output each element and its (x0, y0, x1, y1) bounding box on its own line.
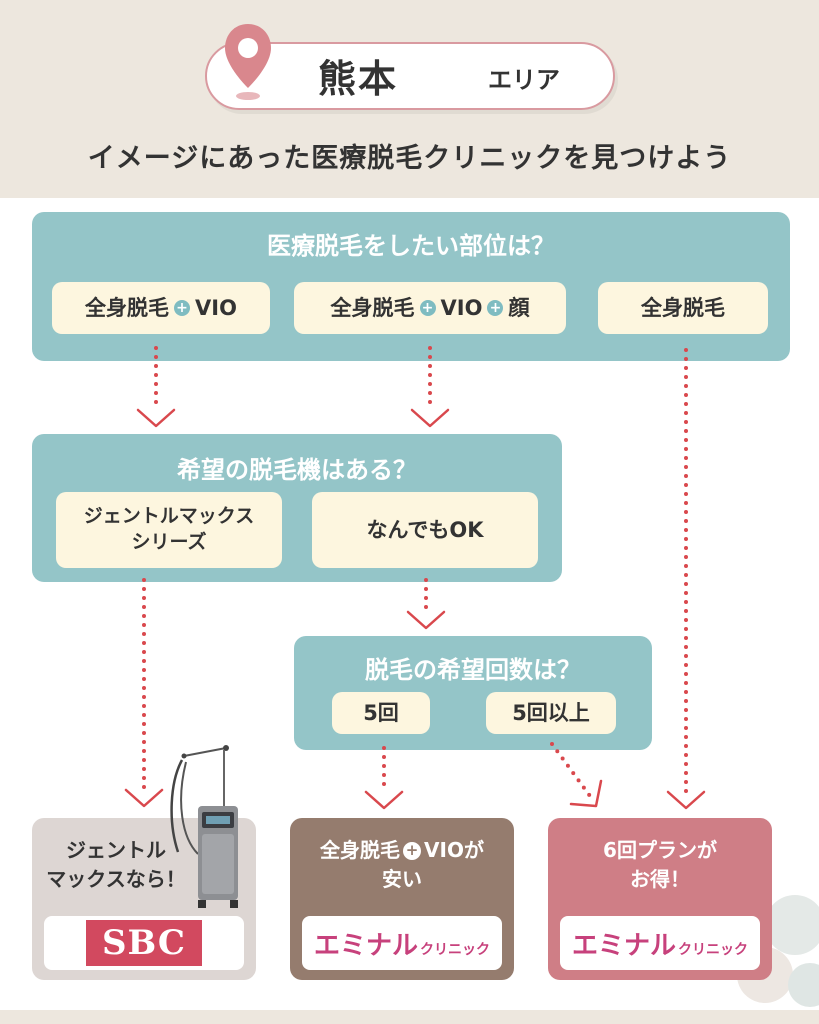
q3-title: 脱毛の希望回数は？ (365, 656, 581, 684)
eminal-logo: エミナルクリニック (572, 925, 748, 962)
option-label: 全身脱毛 (641, 295, 725, 320)
area-pill (205, 42, 615, 110)
eminal-logo-sub: クリニック (678, 941, 748, 958)
q1-title: 医療脱毛をしたい部位は？ (267, 232, 555, 260)
option-label: 全身脱毛 (330, 295, 415, 320)
option-label: VIO (195, 295, 237, 320)
headline: イメージにあった医療脱毛クリニックを見つけよう (87, 143, 732, 174)
option-label: 全身脱毛 (85, 295, 170, 320)
result-3-text: 6回プランが お得！ (603, 838, 717, 891)
plus-icon: + (487, 300, 504, 316)
eminal-logo-main: エミナル (571, 930, 676, 961)
plus-icon: + (419, 300, 436, 316)
q2-title: 希望の脱毛機はある？ (177, 456, 417, 484)
option-label: 顔 (508, 295, 530, 320)
q2-option-any[interactable]: なんでもOK (312, 492, 538, 568)
q1-option-body[interactable]: 全身脱毛 (598, 282, 768, 334)
area-suffix: エリア (488, 66, 560, 94)
eminal-logo-main: エミナル (313, 930, 418, 961)
eminal-logo-sub: クリニック (420, 941, 490, 958)
eminal-logo-box: エミナルクリニック (560, 916, 760, 970)
plus-icon: + (174, 300, 191, 316)
q3-option-5-plus[interactable]: 5回以上 (486, 692, 616, 734)
result-2-text-b: VIOが (424, 838, 484, 862)
result-2-text-c: 安い (382, 867, 422, 891)
laser-device-icon (170, 745, 238, 908)
eminal-logo-box: エミナルクリニック (302, 916, 502, 970)
option-label: VIO (440, 295, 483, 320)
plus-icon: + (403, 841, 422, 860)
sbc-logo: SBC (86, 920, 202, 966)
result-2-text-a: 全身脱毛 (320, 838, 401, 862)
q1-option-body-vio-face[interactable]: 全身脱毛 + VIO + 顔 (294, 282, 566, 334)
q3-option-5[interactable]: 5回 (332, 692, 430, 734)
result-2-text: 全身脱毛+VIOが 安い (290, 836, 514, 894)
q1-option-body-vio[interactable]: 全身脱毛 + VIO (52, 282, 270, 334)
map-pin-icon (225, 24, 271, 100)
result-1-text: ジェントル マックスなら！ (46, 838, 186, 891)
area-name: 熊本 (318, 57, 399, 101)
q2-option-gentlemax[interactable]: ジェントルマックス シリーズ (56, 492, 282, 568)
sbc-logo-box: SBC (44, 916, 244, 970)
eminal-logo: エミナルクリニック (314, 925, 490, 962)
bottom-strip (0, 1010, 819, 1024)
